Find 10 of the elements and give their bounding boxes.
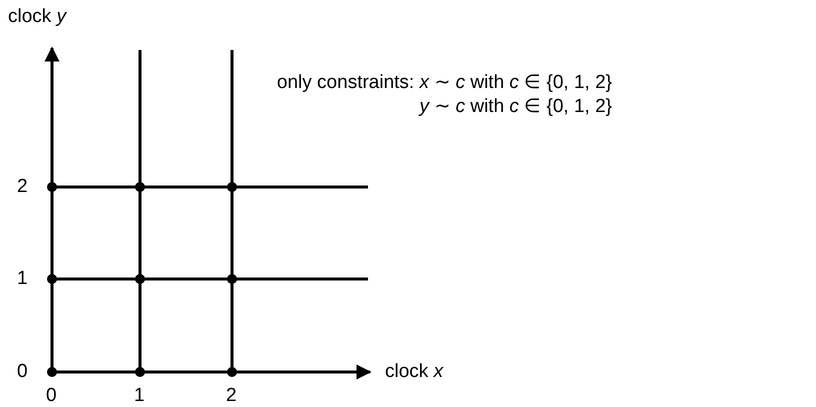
tick-label: 2 [17,176,28,198]
tick-label: 0 [46,385,57,407]
axis-label: clock x [385,361,444,383]
constraint-note: only constraints: x ∼ c with c ∈ {0, 1, 2} [276,72,612,94]
tick-label: 1 [134,385,145,407]
constraint-note: y ∼ c with c ∈ {0, 1, 2} [420,96,612,118]
tick-label: 2 [226,385,237,407]
tick-label: 1 [17,268,28,290]
axis-label: clock y [8,6,66,28]
tick-label: 0 [17,361,28,383]
